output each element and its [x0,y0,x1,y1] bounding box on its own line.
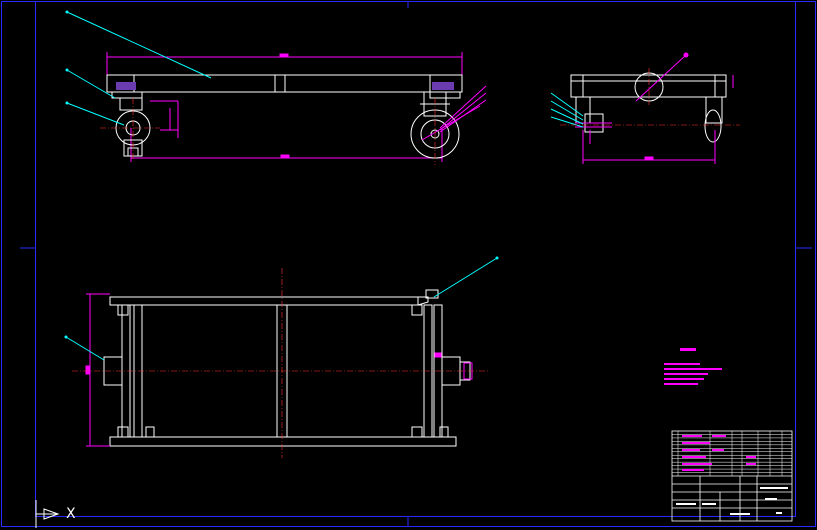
x-axis-label: X [66,506,76,522]
parts-list-grid [672,431,792,476]
title-block [671,430,793,522]
side-dimensions [575,52,734,164]
front-callout-dots [65,10,69,105]
front-view-dimensions [106,52,463,162]
dim-text-length [279,53,289,58]
front-view [65,10,487,165]
inner-border [35,1,796,517]
front-right-pad [432,82,454,90]
plan-view [64,256,499,458]
notes-heading [680,348,696,351]
front-view-leaders [66,11,212,126]
plan-center-lines [72,268,490,458]
title-block-text-marks [676,487,788,515]
side-frame [570,72,727,143]
front-beam [106,74,463,99]
ucs-axis-icon [35,500,60,528]
parts-list-entries [682,435,756,471]
side-view [550,52,740,164]
front-center-lines [100,98,436,165]
x-axis-arrowhead [43,508,60,520]
plan-dimensions [85,293,473,447]
side-center-lines [560,68,740,126]
plan-leaders [65,257,498,361]
front-right-leaders [421,85,487,141]
leader-callout-2 [66,69,116,99]
leader-callout-3 [66,102,125,126]
technical-notes [664,348,722,385]
leader-callout-1 [66,11,212,79]
side-leaders [550,92,584,128]
plan-frame [103,289,471,447]
front-left-pad [116,82,136,90]
